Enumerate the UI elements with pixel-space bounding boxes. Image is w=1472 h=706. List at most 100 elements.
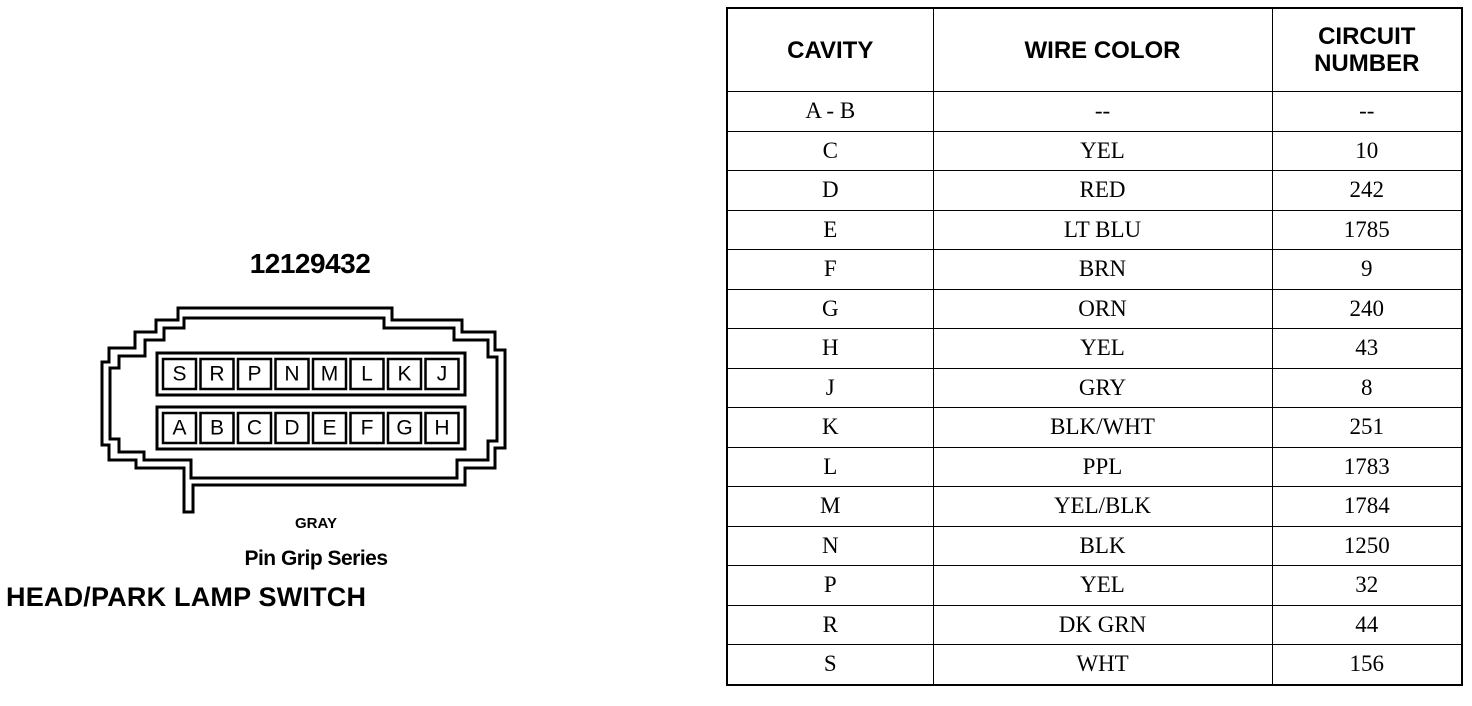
connector-housing-inner: [108, 316, 499, 480]
pin-label: B: [210, 417, 224, 440]
header-circuit-line1: CIRCUIT: [1318, 23, 1416, 50]
circuit-number-cell: 251: [1271, 407, 1463, 448]
wire-color-cell: GRY: [932, 367, 1273, 408]
pin-label: N: [284, 363, 299, 386]
pin-box: [424, 357, 460, 391]
cavity-cell: S: [726, 644, 934, 685]
pin-label: M: [321, 363, 339, 386]
pin-label: C: [247, 417, 262, 440]
wire-color-cell: YEL/BLK: [932, 486, 1273, 527]
cavity-cell: K: [726, 407, 934, 448]
pin-box: [311, 411, 348, 445]
cavity-cell: N: [726, 525, 934, 566]
connector-color-label: GRAY: [295, 515, 337, 532]
header-circuit-number: CIRCUIT NUMBER: [1271, 7, 1463, 92]
connector-housing-outer: [100, 306, 507, 514]
header-cavity: CAVITY: [726, 7, 934, 92]
circuit-number-cell: 1783: [1271, 446, 1463, 487]
pin-box: [424, 411, 460, 445]
cavity-cell: D: [726, 170, 934, 211]
circuit-number-cell: 240: [1271, 288, 1463, 329]
pin-box: [386, 411, 423, 445]
cavity-cell: A - B: [726, 91, 934, 132]
cavity-cell: H: [726, 328, 934, 369]
connector-title: HEAD/PARK LAMP SWITCH: [6, 582, 367, 612]
table-header-row: CAVITY WIRE COLOR CIRCUIT NUMBER: [726, 7, 1463, 92]
pin-box: [311, 357, 348, 391]
circuit-number-cell: 43: [1271, 328, 1463, 369]
pin-box: [349, 411, 385, 445]
circuit-number-cell: 1784: [1271, 486, 1463, 527]
pin-cavity-frame-top: [155, 351, 467, 397]
circuit-number-cell: --: [1271, 91, 1463, 132]
cavity-table: CAVITY WIRE COLOR CIRCUIT NUMBER A - B--…: [726, 7, 1463, 686]
pin-label: D: [284, 417, 299, 440]
cavity-cell: L: [726, 446, 934, 487]
wire-color-cell: --: [932, 91, 1273, 132]
wire-color-cell: LT BLU: [932, 209, 1273, 250]
wire-color-cell: BLK: [932, 525, 1273, 566]
pin-label: F: [361, 417, 374, 440]
wire-color-cell: RED: [932, 170, 1273, 211]
pin-cavity-frame-bottom: [155, 405, 467, 451]
cavity-cell: F: [726, 249, 934, 290]
circuit-number-cell: 8: [1271, 367, 1463, 408]
header-wire-color: WIRE COLOR: [932, 7, 1273, 92]
header-circuit-line2: NUMBER: [1314, 50, 1420, 77]
pin-label: S: [172, 363, 186, 386]
wire-color-cell: BRN: [932, 249, 1273, 290]
wire-color-cell: YEL: [932, 565, 1273, 606]
pin-label: A: [172, 417, 186, 440]
cavity-cell: C: [726, 130, 934, 171]
circuit-number-cell: 9: [1271, 249, 1463, 290]
pin-box: [274, 357, 310, 391]
pin-box: [199, 357, 235, 391]
pin-box: [386, 357, 423, 391]
pin-label: H: [434, 417, 449, 440]
pin-label: R: [209, 363, 224, 386]
table-row: A - B----: [726, 91, 1463, 132]
pin-label: E: [322, 417, 336, 440]
wire-color-cell: YEL: [932, 130, 1273, 171]
part-number: 12129432: [249, 248, 371, 279]
pin-box: [236, 357, 273, 391]
pin-box: [161, 411, 198, 445]
pin-label: P: [247, 363, 261, 386]
circuit-number-cell: 242: [1271, 170, 1463, 211]
cavity-cell: R: [726, 604, 934, 645]
wire-color-cell: ORN: [932, 288, 1273, 329]
cavity-cell: E: [726, 209, 934, 250]
cavity-cell: P: [726, 565, 934, 606]
wire-color-cell: DK GRN: [932, 604, 1273, 645]
cavity-cell: M: [726, 486, 934, 527]
circuit-number-cell: 44: [1271, 604, 1463, 645]
wire-color-cell: YEL: [932, 328, 1273, 369]
pin-label: G: [396, 417, 412, 440]
pin-box: [199, 411, 235, 445]
connector-series-label: Pin Grip Series: [244, 547, 388, 570]
pin-box: [349, 357, 385, 391]
pin-box: [236, 411, 273, 445]
pin-label: J: [437, 363, 448, 386]
cavity-cell: J: [726, 367, 934, 408]
pin-label: L: [361, 363, 373, 386]
pin-label: K: [397, 363, 411, 386]
circuit-number-cell: 1250: [1271, 525, 1463, 566]
